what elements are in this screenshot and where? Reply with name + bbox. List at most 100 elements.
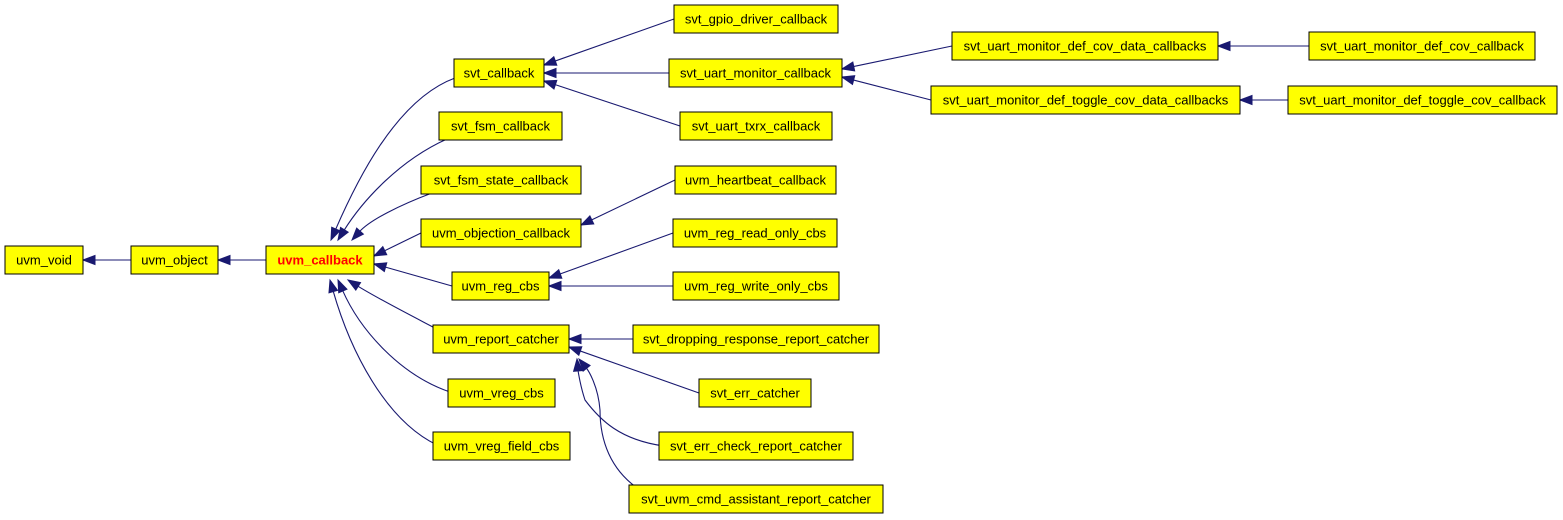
node-box[interactable] xyxy=(658,431,854,461)
class-node-svt_err_catcher[interactable]: svt_err_catcher xyxy=(698,378,812,408)
node-box[interactable] xyxy=(438,111,563,141)
edge-svt_dropping_response_report_catcher-to-uvm_report_catcher xyxy=(567,333,633,345)
node-box[interactable] xyxy=(668,58,843,88)
node-label[interactable]: svt_uart_monitor_def_toggle_cov_callback xyxy=(1299,93,1546,108)
edge-line xyxy=(590,179,676,221)
arrowhead xyxy=(567,346,583,357)
node-box[interactable] xyxy=(673,4,839,34)
node-label[interactable]: svt_uart_monitor_def_toggle_cov_data_cal… xyxy=(943,93,1229,108)
edge-uvm_reg_write_only_cbs-to-uvm_reg_cbs xyxy=(547,280,673,292)
node-box[interactable] xyxy=(632,324,880,354)
class-node-svt_fsm_callback[interactable]: svt_fsm_callback xyxy=(438,111,563,141)
node-box[interactable] xyxy=(432,431,571,461)
node-label[interactable]: uvm_heartbeat_callback xyxy=(685,173,826,188)
node-box[interactable] xyxy=(930,85,1241,115)
node-label[interactable]: uvm_void xyxy=(16,253,72,268)
arrowhead xyxy=(372,262,388,273)
class-node-uvm_void[interactable]: uvm_void xyxy=(4,245,84,275)
class-node-uvm_heartbeat_callback[interactable]: uvm_heartbeat_callback xyxy=(674,165,837,195)
arrowhead xyxy=(578,357,591,372)
class-node-uvm_reg_read_only_cbs[interactable]: uvm_reg_read_only_cbs xyxy=(672,218,838,248)
class-node-svt_uart_monitor_callback[interactable]: svt_uart_monitor_callback xyxy=(668,58,843,88)
node-label[interactable]: svt_gpio_driver_callback xyxy=(685,12,828,27)
node-label[interactable]: svt_fsm_callback xyxy=(451,119,550,134)
node-label[interactable]: uvm_objection_callback xyxy=(432,226,571,241)
class-node-uvm_vreg_field_cbs[interactable]: uvm_vreg_field_cbs xyxy=(432,431,571,461)
arrowhead xyxy=(346,279,362,292)
node-box[interactable] xyxy=(674,165,837,195)
edge-uvm_reg_read_only_cbs-to-uvm_reg_cbs xyxy=(547,232,674,279)
class-node-uvm_report_catcher[interactable]: uvm_report_catcher xyxy=(432,324,570,354)
node-box[interactable] xyxy=(420,218,582,248)
class-node-svt_uvm_cmd_assistant_report_catcher[interactable]: svt_uvm_cmd_assistant_report_catcher xyxy=(628,484,884,514)
node-box[interactable] xyxy=(698,378,812,408)
class-node-uvm_vreg_cbs[interactable]: uvm_vreg_cbs xyxy=(447,378,556,408)
node-box[interactable] xyxy=(4,245,84,275)
arrowhead xyxy=(542,55,558,66)
node-label[interactable]: svt_uart_monitor_def_cov_data_callbacks xyxy=(964,39,1207,54)
node-label[interactable]: svt_uart_txrx_callback xyxy=(692,119,821,134)
node-label[interactable]: svt_err_check_report_catcher xyxy=(670,439,843,454)
node-box[interactable] xyxy=(420,165,582,195)
node-label[interactable]: uvm_reg_write_only_cbs xyxy=(684,279,828,294)
node-label[interactable]: uvm_object xyxy=(141,253,208,268)
arrowhead xyxy=(547,268,563,279)
arrowhead xyxy=(547,280,562,292)
arrowhead xyxy=(330,226,341,242)
class-node-svt_err_check_report_catcher[interactable]: svt_err_check_report_catcher xyxy=(658,431,854,461)
node-box[interactable] xyxy=(1308,31,1536,61)
node-label[interactable]: uvm_vreg_cbs xyxy=(459,386,544,401)
class-node-uvm_callback[interactable]: uvm_callback xyxy=(265,245,375,275)
node-label[interactable]: svt_dropping_response_report_catcher xyxy=(643,332,870,347)
class-node-svt_uart_monitor_def_cov_data_callbacks[interactable]: svt_uart_monitor_def_cov_data_callbacks xyxy=(951,31,1219,61)
class-node-uvm_object[interactable]: uvm_object xyxy=(130,245,219,275)
class-node-svt_fsm_state_callback[interactable]: svt_fsm_state_callback xyxy=(420,165,582,195)
class-node-uvm_objection_callback[interactable]: uvm_objection_callback xyxy=(420,218,582,248)
node-box[interactable] xyxy=(672,271,840,301)
node-box[interactable] xyxy=(679,111,833,141)
arrowhead xyxy=(351,227,365,242)
class-node-svt_callback[interactable]: svt_callback xyxy=(453,58,545,88)
node-box[interactable] xyxy=(447,378,556,408)
edge-uvm_objection_callback-to-uvm_callback xyxy=(372,232,422,257)
node-label[interactable]: svt_uvm_cmd_assistant_report_catcher xyxy=(641,492,871,507)
class-node-svt_dropping_response_report_catcher[interactable]: svt_dropping_response_report_catcher xyxy=(632,324,880,354)
edge-svt_err_catcher-to-uvm_report_catcher xyxy=(567,346,700,394)
class-node-svt_gpio_driver_callback[interactable]: svt_gpio_driver_callback xyxy=(673,4,839,34)
node-box[interactable] xyxy=(265,245,375,275)
class-node-uvm_reg_write_only_cbs[interactable]: uvm_reg_write_only_cbs xyxy=(672,271,840,301)
node-box[interactable] xyxy=(628,484,884,514)
class-node-uvm_reg_cbs[interactable]: uvm_reg_cbs xyxy=(451,271,550,301)
node-label[interactable]: uvm_report_catcher xyxy=(443,332,559,347)
node-label[interactable]: svt_uart_monitor_def_cov_callback xyxy=(1320,39,1524,54)
arrowhead xyxy=(840,75,856,86)
node-label[interactable]: uvm_reg_read_only_cbs xyxy=(684,226,827,241)
node-label[interactable]: uvm_reg_cbs xyxy=(461,279,540,294)
node-label[interactable]: svt_fsm_state_callback xyxy=(434,173,569,188)
node-box[interactable] xyxy=(951,31,1219,61)
node-label[interactable]: svt_uart_monitor_callback xyxy=(680,66,832,81)
node-box[interactable] xyxy=(130,245,219,275)
node-label[interactable]: svt_callback xyxy=(464,66,535,81)
edge-uvm_vreg_field_cbs-to-uvm_callback xyxy=(328,278,438,446)
edge-line xyxy=(852,79,932,101)
node-box[interactable] xyxy=(672,218,838,248)
edge-line xyxy=(554,83,681,127)
class-node-svt_uart_monitor_def_cov_callback[interactable]: svt_uart_monitor_def_cov_callback xyxy=(1308,31,1536,61)
edge-svt_fsm_callback-to-uvm_callback xyxy=(337,138,448,242)
node-label[interactable]: uvm_vreg_field_cbs xyxy=(444,439,560,454)
edge-line xyxy=(358,192,433,233)
node-box[interactable] xyxy=(453,58,545,88)
edge-svt_gpio_driver_callback-to-svt_callback xyxy=(542,18,675,66)
node-box[interactable] xyxy=(451,271,550,301)
class-node-svt_uart_txrx_callback[interactable]: svt_uart_txrx_callback xyxy=(679,111,833,141)
node-label[interactable]: uvm_callback xyxy=(277,253,363,268)
arrowhead xyxy=(840,61,856,72)
edge-line xyxy=(383,232,422,252)
node-label[interactable]: svt_err_catcher xyxy=(710,386,800,401)
class-node-svt_uart_monitor_def_toggle_cov_data_callbacks[interactable]: svt_uart_monitor_def_toggle_cov_data_cal… xyxy=(930,85,1241,115)
node-box[interactable] xyxy=(432,324,570,354)
class-node-svt_uart_monitor_def_toggle_cov_callback[interactable]: svt_uart_monitor_def_toggle_cov_callback xyxy=(1287,85,1558,115)
node-box[interactable] xyxy=(1287,85,1558,115)
edge-svt_uart_monitor_callback-to-svt_callback xyxy=(542,67,669,79)
